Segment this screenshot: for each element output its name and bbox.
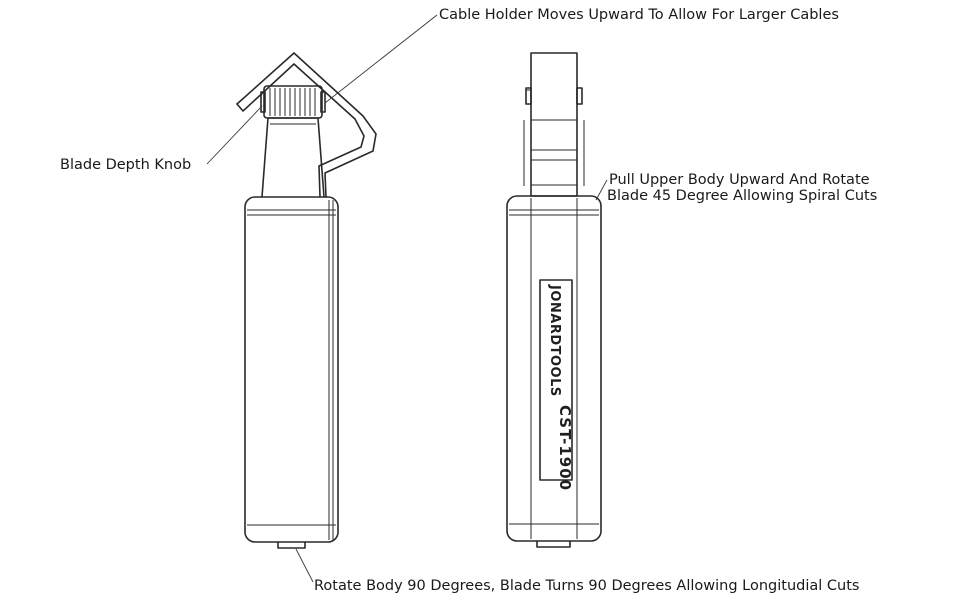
leader-blade-depth bbox=[206, 105, 263, 165]
brand-text: JONARDTOOLS bbox=[547, 284, 562, 397]
leader-rotate-body bbox=[295, 548, 314, 583]
leader-pull-upper bbox=[595, 179, 608, 201]
label-cable-holder: Cable Holder Moves Upward To Allow For L… bbox=[439, 7, 839, 23]
leader-cable-holder bbox=[324, 14, 438, 104]
model-text: CST-1900 bbox=[556, 405, 574, 491]
label-rotate-body: Rotate Body 90 Degrees, Blade Turns 90 D… bbox=[314, 578, 859, 594]
left-tool-side-view bbox=[236, 52, 377, 549]
label-pull-upper-line1: Pull Upper Body Upward And Rotate bbox=[609, 172, 870, 188]
label-blade-depth-knob: Blade Depth Knob bbox=[60, 157, 191, 173]
label-pull-upper-line2: Blade 45 Degree Allowing Spiral Cuts bbox=[607, 188, 877, 204]
blade-depth-knob bbox=[260, 85, 326, 119]
cable-holder bbox=[236, 52, 377, 198]
right-tool-front-view: JONARDTOOLS CST-1900 bbox=[506, 52, 602, 548]
